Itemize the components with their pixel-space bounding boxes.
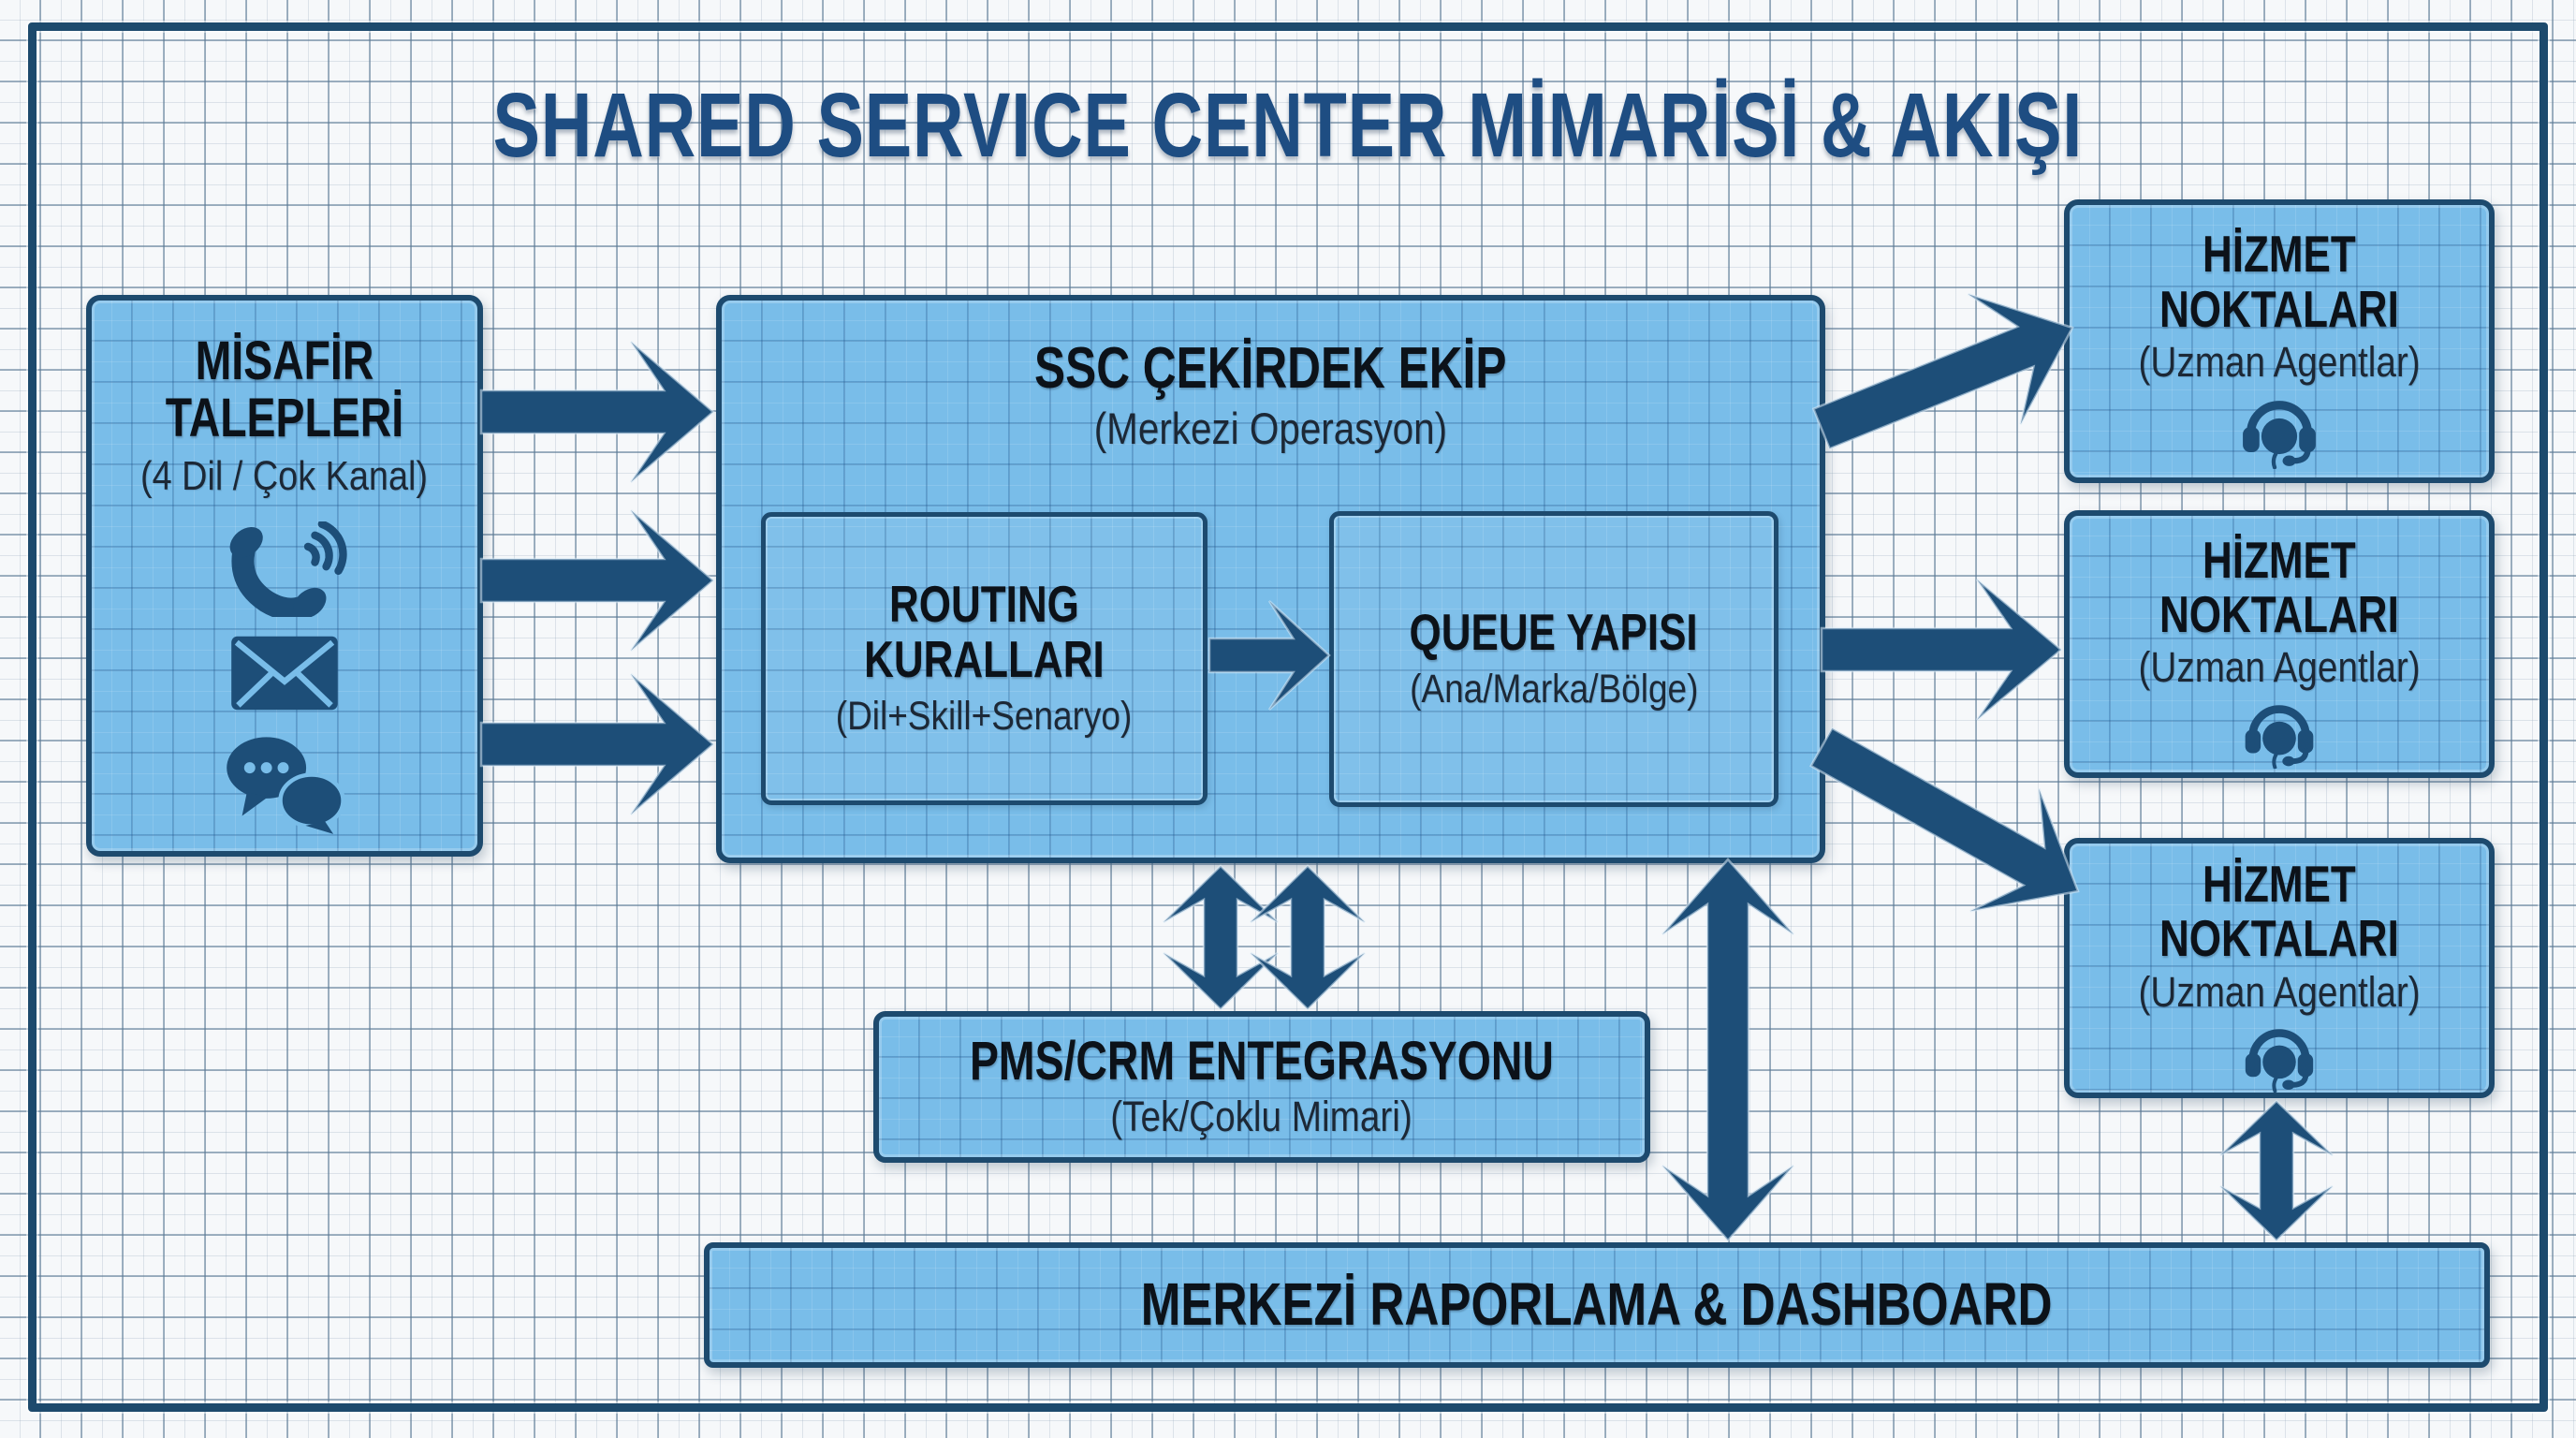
service-point-box-1: HİZMET NOKTALARI (Uzman Agentlar) bbox=[2064, 199, 2495, 483]
arrow-ssc-to-service-2 bbox=[1820, 579, 2063, 721]
routing-rules-box: ROUTING KURALLARI (Dil+Skill+Senaryo) bbox=[761, 512, 1208, 805]
ssc-core-team-title: SSC ÇEKİRDEK EKİP bbox=[1034, 336, 1507, 401]
arrow-guest-to-ssc-middle bbox=[479, 509, 715, 652]
guest-requests-subtitle: (4 Dil / Çok Kanal) bbox=[140, 452, 429, 499]
service-point-2-title: HİZMET NOKTALARI bbox=[2159, 530, 2399, 644]
queue-structure-title: QUEUE YAPISI bbox=[1409, 603, 1699, 662]
service-point-3-title: HİZMET NOKTALARI bbox=[2159, 855, 2399, 968]
arrow-guest-to-ssc-top bbox=[479, 341, 715, 483]
routing-rules-title: ROUTING KURALLARI bbox=[864, 575, 1105, 688]
arrow-ssc-to-service-3 bbox=[1808, 726, 2080, 913]
chat-icon bbox=[227, 736, 345, 834]
arrow-ssc-to-service-1 bbox=[1811, 292, 2074, 450]
diagram-title: SHARED SERVICE CENTER MİMARİSİ & AKIŞI bbox=[0, 51, 2576, 200]
headset-icon bbox=[2243, 400, 2316, 469]
arrow-service3-to-dashboard bbox=[2219, 1099, 2334, 1242]
email-icon bbox=[231, 636, 338, 710]
guest-requests-title: MİSAFİR TALEPLERİ bbox=[165, 330, 404, 449]
service-point-box-2: HİZMET NOKTALARI (Uzman Agentlar) bbox=[2064, 510, 2495, 778]
ssc-core-team-subtitle: (Merkezi Operasyon) bbox=[1093, 403, 1448, 453]
guest-requests-box: MİSAFİR TALEPLERİ (4 Dil / Çok Kanal) bbox=[86, 295, 483, 857]
arrow-ssc-pms-left bbox=[1163, 864, 1279, 1011]
arrow-ssc-pms-right bbox=[1250, 864, 1366, 1011]
pms-crm-integration-box: PMS/CRM ENTEGRASYONU (Tek/Çoklu Mimari) bbox=[873, 1011, 1650, 1163]
channel-icon-list bbox=[210, 521, 359, 834]
arrow-guest-to-ssc-bottom bbox=[479, 673, 715, 815]
service-point-1-subtitle: (Uzman Agentlar) bbox=[2138, 337, 2421, 386]
central-reporting-title: MERKEZİ RAPORLAMA & DASHBOARD bbox=[1141, 1270, 2053, 1339]
phone-icon bbox=[229, 521, 347, 617]
ssc-core-team-box: SSC ÇEKİRDEK EKİP (Merkezi Operasyon) RO… bbox=[716, 295, 1825, 863]
pms-crm-title: PMS/CRM ENTEGRASYONU bbox=[970, 1031, 1554, 1093]
routing-rules-subtitle: (Dil+Skill+Senaryo) bbox=[836, 694, 1133, 740]
pms-crm-subtitle: (Tek/Çoklu Mimari) bbox=[1110, 1092, 1413, 1140]
service-point-1-title: HİZMET NOKTALARI bbox=[2159, 225, 2399, 338]
arrow-ssc-to-dashboard bbox=[1661, 858, 1794, 1242]
service-point-2-subtitle: (Uzman Agentlar) bbox=[2138, 643, 2421, 692]
service-point-3-subtitle: (Uzman Agentlar) bbox=[2138, 967, 2421, 1016]
diagram-title-text: SHARED SERVICE CENTER MİMARİSİ & AKIŞI bbox=[492, 74, 2084, 176]
queue-structure-subtitle: (Ana/Marka/Bölge) bbox=[1409, 667, 1699, 712]
central-reporting-dashboard-bar: MERKEZİ RAPORLAMA & DASHBOARD bbox=[704, 1242, 2490, 1368]
queue-structure-box: QUEUE YAPISI (Ana/Marka/Bölge) bbox=[1329, 511, 1778, 807]
headset-icon bbox=[2245, 705, 2314, 770]
service-point-box-3: HİZMET NOKTALARI (Uzman Agentlar) bbox=[2064, 838, 2495, 1098]
headset-icon bbox=[2245, 1029, 2314, 1093]
